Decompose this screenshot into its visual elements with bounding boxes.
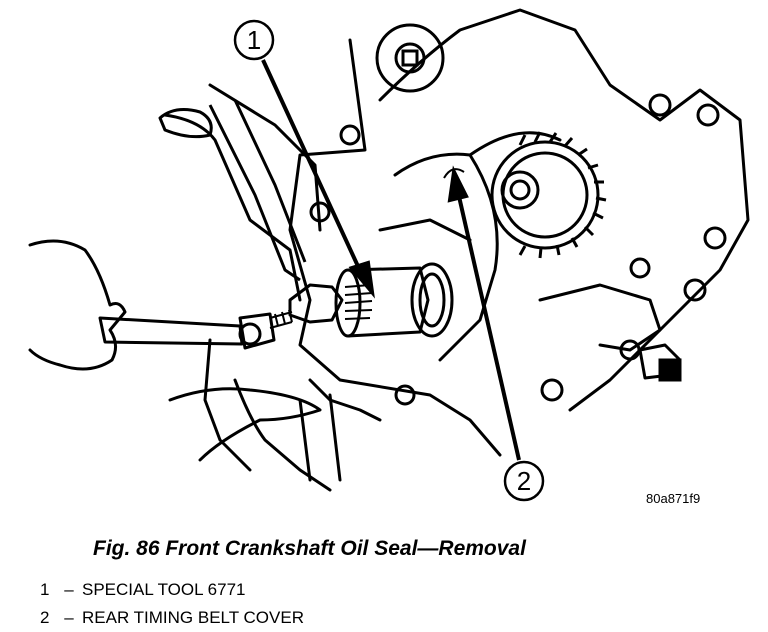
legend: 1–SPECIAL TOOL 6771 2–REAR TIMING BELT C… xyxy=(40,576,304,632)
callout-2-arrowhead xyxy=(447,165,469,203)
legend-item: 1–SPECIAL TOOL 6771 xyxy=(40,576,304,604)
callout-2-number: 2 xyxy=(517,466,531,496)
timing-cover-outline xyxy=(288,38,502,457)
figure-caption: Fig. 86 Front Crankshaft Oil Seal—Remova… xyxy=(93,537,526,560)
special-tool xyxy=(98,99,454,350)
camshaft-sprocket xyxy=(490,131,607,259)
legend-number: 2 xyxy=(40,608,50,627)
legend-item: 2–REAR TIMING BELT COVER xyxy=(40,604,304,632)
legend-separator: – xyxy=(64,580,74,599)
callout-2-circle xyxy=(503,460,545,502)
callout-1-number: 1 xyxy=(247,25,261,55)
callout-1-circle xyxy=(233,19,275,61)
legend-text: SPECIAL TOOL 6771 xyxy=(82,580,246,599)
idler-pulley xyxy=(375,23,445,93)
art-code: 80a871f9 xyxy=(646,491,701,506)
legend-separator: – xyxy=(64,608,74,627)
legend-number: 1 xyxy=(40,580,50,599)
callout-1-arrowhead xyxy=(348,260,375,299)
callout-2-leader xyxy=(456,191,521,461)
callout-1-leader xyxy=(261,59,364,276)
hand-outline xyxy=(28,108,322,462)
legend-text: REAR TIMING BELT COVER xyxy=(82,608,304,627)
engine-illustration: 1 2 xyxy=(28,8,750,502)
